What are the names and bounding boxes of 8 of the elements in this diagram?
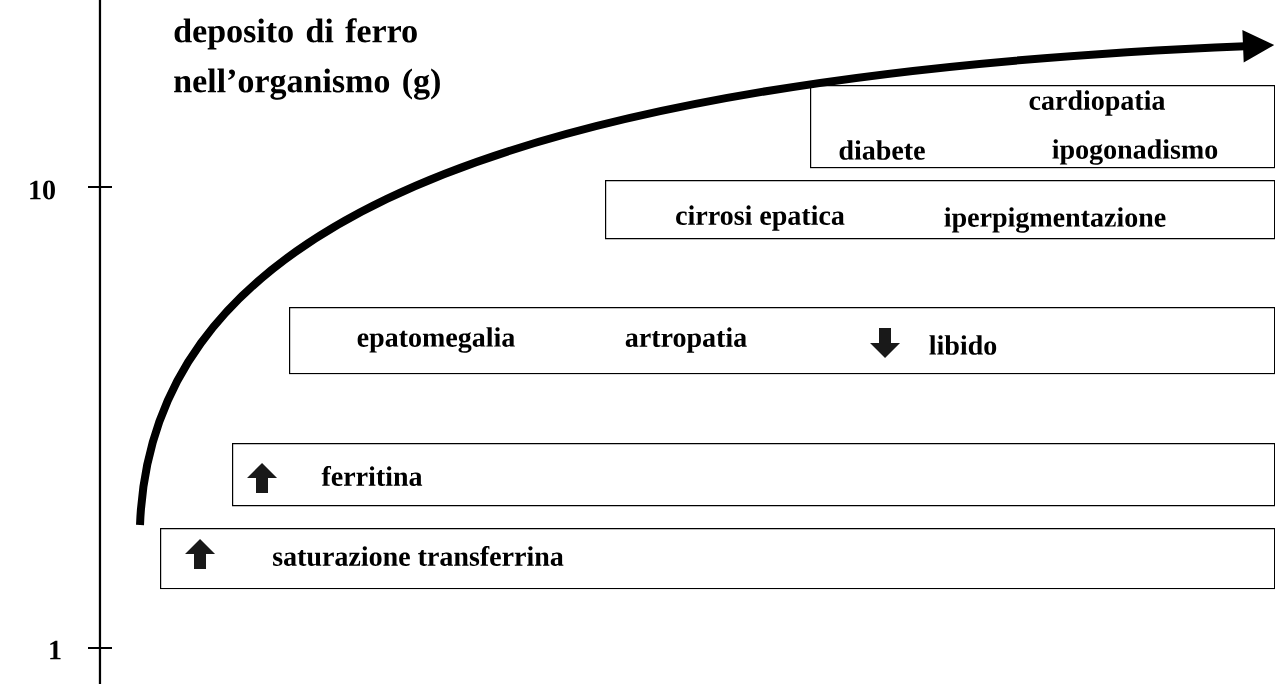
axis-title: deposito di ferro nell’organismo (g) [174, 18, 440, 100]
symptom-box: saturazione transferrina [160, 528, 1275, 590]
symptom-box: epatomegalia artropatia libido [289, 307, 1275, 375]
symptom-box: cirrosi epatica iperpigmentazione [605, 180, 1275, 240]
symptom-box: cardiopatia diabete ipogonadismo [810, 85, 1275, 169]
tick-label: 10 [30, 180, 55, 200]
symptom-box: ferritina [232, 443, 1275, 507]
tick-label: 1 [50, 640, 61, 660]
